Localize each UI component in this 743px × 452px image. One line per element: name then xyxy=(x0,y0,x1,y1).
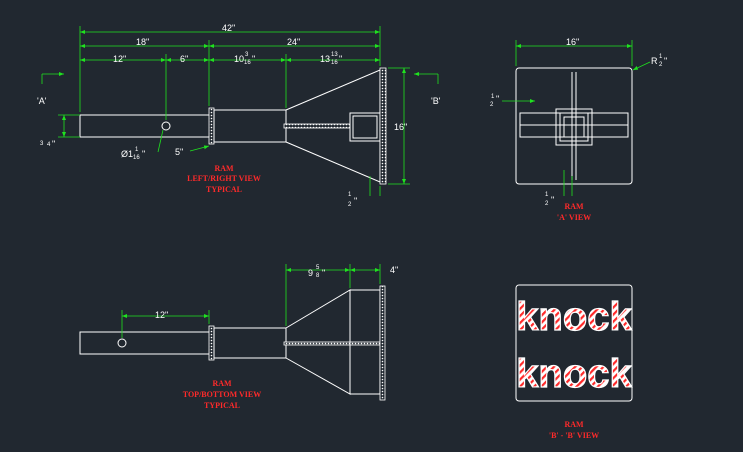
svg-text:": " xyxy=(252,54,255,64)
svg-text:5: 5 xyxy=(316,265,320,271)
marker-a-label: 'A' xyxy=(37,96,47,106)
b-view-subtitle: 'B' - 'B' VIEW xyxy=(549,431,599,440)
svg-text:": " xyxy=(322,268,325,278)
inner-box xyxy=(349,112,381,142)
top-bottom-view-title: RAM xyxy=(212,379,232,388)
a-view-hub-outer xyxy=(555,108,593,146)
svg-text:13: 13 xyxy=(320,54,330,64)
shaft xyxy=(79,114,211,138)
dim-24-label: 24" xyxy=(287,37,300,47)
svg-text:Ø1: Ø1 xyxy=(121,149,133,159)
svg-text:2: 2 xyxy=(348,202,352,208)
svg-text:3: 3 xyxy=(245,52,249,58)
radius-leader xyxy=(632,61,651,71)
svg-text:": " xyxy=(142,149,145,159)
svg-text:R: R xyxy=(651,56,658,66)
top-bottom-view-note: TYPICAL xyxy=(204,401,240,410)
a-view: 16" R 1 2 " 1 2 " 1 2 " RAM 'A' VIEW xyxy=(490,37,667,222)
svg-text:1: 1 xyxy=(491,94,495,100)
dim-5-label: 5" xyxy=(175,147,183,157)
svg-text:1: 1 xyxy=(659,54,663,60)
svg-text:2: 2 xyxy=(545,201,549,207)
tb-shaft xyxy=(79,331,211,355)
radius-label: R 1 2 " xyxy=(651,54,667,68)
b-view-plate xyxy=(515,284,633,402)
a-bottom-label: 1 2 " xyxy=(545,192,554,207)
dim-3-4-label: 3 4 " xyxy=(40,139,55,149)
hole-leader xyxy=(157,129,164,153)
pin-hole xyxy=(161,121,171,131)
tb-pin-hole xyxy=(117,338,127,348)
cone-rib xyxy=(283,123,351,129)
svg-text:16: 16 xyxy=(244,60,251,66)
marker-b-label: 'B' xyxy=(431,96,441,106)
svg-text:1: 1 xyxy=(545,192,549,198)
inner-box-inner xyxy=(352,115,378,139)
b-view: knock knock RAM 'B' - 'B' VIEW xyxy=(515,284,633,440)
a-view-hub-mid xyxy=(559,112,589,142)
a-view-hub-inner xyxy=(563,116,585,138)
svg-text:": " xyxy=(496,94,499,104)
svg-text:2: 2 xyxy=(490,102,494,108)
dim-5-leader xyxy=(189,145,210,152)
svg-text:": " xyxy=(664,56,667,66)
collar-ring xyxy=(208,107,215,145)
left-right-view-note: TYPICAL xyxy=(206,185,242,194)
svg-text:": " xyxy=(551,195,554,205)
dim-12-label: 12" xyxy=(113,54,126,64)
svg-text:": " xyxy=(354,196,357,206)
svg-text:2: 2 xyxy=(659,62,663,68)
tb-9-label: 9 5 8 " xyxy=(308,265,325,279)
svg-text:1: 1 xyxy=(135,147,139,153)
dim-16-side-label: 16" xyxy=(394,122,407,132)
outer-tube xyxy=(213,109,287,143)
hole-label: Ø1 1 16 " xyxy=(121,147,145,161)
tb-4-label: 4" xyxy=(390,265,398,275)
a-view-title: RAM xyxy=(564,202,584,211)
svg-text:16: 16 xyxy=(331,60,338,66)
a-view-plate xyxy=(515,67,633,185)
svg-text:13: 13 xyxy=(331,52,338,58)
knock-text-bottom: knock xyxy=(516,352,632,396)
dim-6-label: 6" xyxy=(180,54,188,64)
dim-13-label: 13 13 16 " xyxy=(320,52,342,66)
dim-18-label: 18" xyxy=(136,37,149,47)
tb-collar-ring xyxy=(208,325,215,361)
dim-10-label: 10 3 16 " xyxy=(234,52,255,66)
svg-text:9: 9 xyxy=(308,268,313,278)
left-right-view: 42" 18" 24" 12" 6" 10 3 16 " 13 13 16 " xyxy=(37,23,441,208)
tb-outer-tube xyxy=(213,327,287,359)
svg-text:16: 16 xyxy=(133,155,140,161)
svg-text:3: 3 xyxy=(40,141,44,147)
a-half-label: 1 2 " xyxy=(490,94,499,108)
dim-16-top-label: 16" xyxy=(566,37,579,47)
svg-text:10: 10 xyxy=(234,54,244,64)
end-plate xyxy=(379,67,387,185)
svg-text:1: 1 xyxy=(348,192,352,198)
top-bottom-view: 12" 9 5 8 " 4" RAM TOP/BOTTOM VIEW TYPIC… xyxy=(79,264,398,410)
dim-42-label: 42" xyxy=(222,23,235,33)
svg-text:8: 8 xyxy=(316,273,320,279)
left-right-view-subtitle: LEFT/RIGHT VIEW xyxy=(187,174,261,183)
svg-text:": " xyxy=(52,139,55,149)
tb-cone-rib xyxy=(283,341,381,346)
tb-end-plate xyxy=(379,285,386,401)
a-view-subtitle: 'A' VIEW xyxy=(557,213,591,222)
knock-text-top: knock xyxy=(516,295,632,339)
b-view-title: RAM xyxy=(564,420,584,429)
left-right-view-title: RAM xyxy=(214,164,234,173)
top-bottom-view-subtitle: TOP/BOTTOM VIEW xyxy=(183,390,261,399)
svg-text:": " xyxy=(339,54,342,64)
tb-12-label: 12" xyxy=(155,310,168,320)
svg-text:4: 4 xyxy=(47,142,51,148)
dim-half-label: 1 2 " xyxy=(348,192,357,208)
